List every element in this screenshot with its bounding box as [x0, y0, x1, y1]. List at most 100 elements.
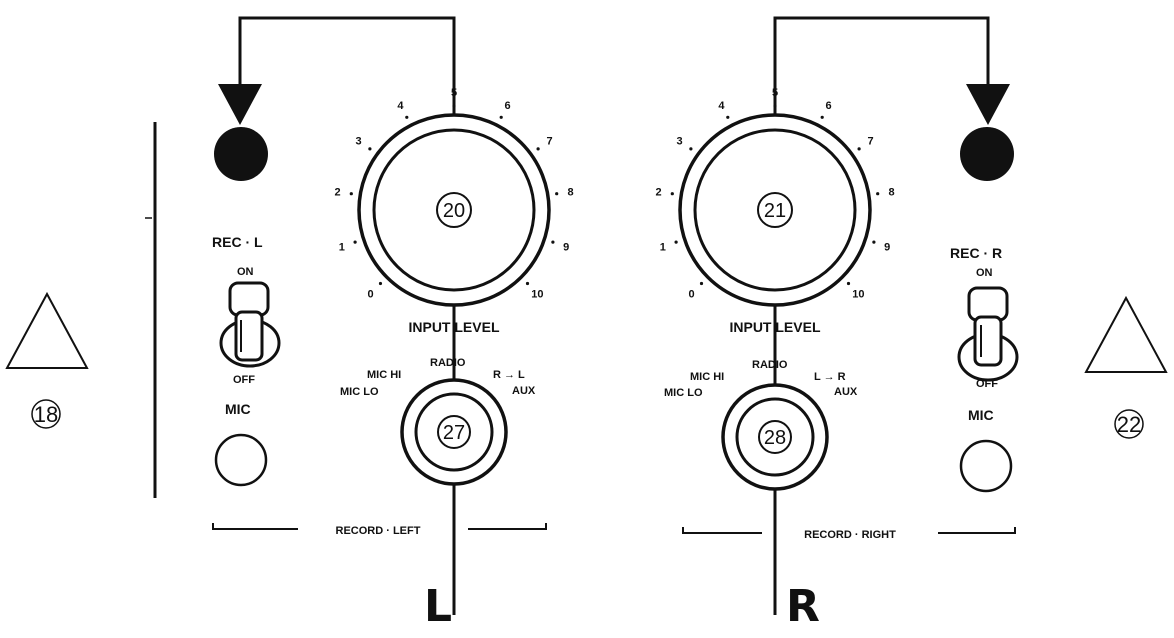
- left-selector-radio: RADIO: [430, 357, 466, 369]
- left-mic-jack[interactable]: [214, 433, 268, 487]
- left-scale-tick: [349, 192, 353, 196]
- left-input-level-label: INPUT LEVEL: [408, 319, 499, 335]
- right-scale-tick: [872, 240, 876, 244]
- left-switch-off-label: OFF: [233, 374, 255, 386]
- left-callout-number: 18: [34, 402, 58, 427]
- right-selector-stereo: L → R: [814, 371, 846, 383]
- left-switch-on-label: ON: [237, 266, 254, 278]
- right-knob-callout-number: 21: [764, 200, 786, 222]
- right-scale-tick: [773, 104, 777, 108]
- left-routing-arrow-line: [238, 16, 456, 88]
- left-selector-aux: AUX: [512, 385, 536, 397]
- left-scale-label: 9: [563, 242, 569, 254]
- right-source-selector-knob[interactable]: [721, 383, 829, 491]
- left-scale-tick: [536, 147, 540, 151]
- left-knob-callout-number: 20: [443, 200, 465, 222]
- left-scale-label: 8: [567, 187, 573, 199]
- right-scale-label: 0: [689, 288, 695, 300]
- left-routing-arrow-head: [218, 84, 262, 125]
- right-switch-on-label: ON: [976, 267, 993, 279]
- right-switch-off-label: OFF: [976, 378, 998, 390]
- right-record-group-label: RECORD · RIGHT: [804, 529, 896, 541]
- left-selector-mic-lo: MIC LO: [340, 386, 379, 398]
- left-input-level-scale: 0 1 2 3 4 5 6 7 8 9 10: [334, 87, 573, 300]
- left-rec-label: REC · L: [212, 234, 263, 250]
- left-scale-tick: [405, 115, 409, 119]
- left-channel-letter: L: [424, 581, 452, 632]
- left-rec-toggle-switch[interactable]: [219, 281, 281, 368]
- right-scale-tick: [726, 115, 730, 119]
- right-scale-tick: [846, 281, 851, 286]
- left-scale-label: 0: [368, 288, 374, 300]
- right-routing-arrow-line: [773, 16, 990, 88]
- left-scale-label: 10: [531, 288, 543, 300]
- right-scale-label: 9: [884, 242, 890, 254]
- left-scale-tick: [499, 115, 503, 119]
- left-scale-tick: [378, 281, 383, 286]
- right-mic-label: MIC: [968, 407, 994, 423]
- right-rec-toggle-switch[interactable]: [957, 286, 1019, 382]
- left-source-selector-knob[interactable]: [400, 378, 508, 486]
- left-scale-label: 3: [355, 136, 361, 148]
- left-scale-tick: [368, 147, 372, 151]
- right-warning-triangle: [1084, 295, 1168, 373]
- left-scale-tick: [555, 192, 559, 196]
- left-selector-stereo: R → L: [493, 369, 525, 381]
- right-selector-radio: RADIO: [752, 359, 788, 371]
- right-scale-label: 4: [718, 100, 725, 112]
- right-selector-mic-hi: MIC HI: [690, 371, 724, 383]
- left-mic-label: MIC: [225, 401, 251, 417]
- right-selector-aux: AUX: [834, 386, 858, 398]
- left-warning-triangle: [5, 291, 89, 369]
- right-scale-tick: [857, 147, 861, 151]
- right-scale-tick: [820, 115, 824, 119]
- right-scale-tick: [670, 192, 674, 196]
- left-record-group-label: RECORD · LEFT: [336, 525, 421, 537]
- left-scale-label: 2: [334, 187, 340, 199]
- left-selector-callout-number: 27: [443, 422, 465, 444]
- left-callout-circle: [31, 399, 61, 429]
- right-input-level-knob[interactable]: [678, 113, 872, 307]
- right-record-bracket-end: [938, 527, 1016, 534]
- right-scale-tick: [689, 147, 693, 151]
- right-input-level-label: INPUT LEVEL: [729, 319, 820, 335]
- left-selector-mic-hi: MIC HI: [367, 369, 401, 381]
- left-scale-tick: [452, 104, 456, 108]
- right-scale-label: 7: [867, 136, 873, 148]
- left-record-bracket: [212, 523, 298, 530]
- right-scale-tick: [674, 240, 678, 244]
- right-scale-label: 2: [655, 187, 661, 199]
- right-scale-label: 6: [826, 100, 832, 112]
- right-scale-label: 5: [772, 87, 778, 99]
- left-scale-tick: [353, 240, 357, 244]
- right-scale-label: 8: [888, 187, 894, 199]
- right-scale-label: 10: [852, 288, 864, 300]
- right-callout-circle: [1114, 409, 1144, 439]
- left-scale-label: 5: [451, 87, 457, 99]
- left-rec-indicator-lamp: [214, 127, 268, 181]
- right-scale-label: 1: [660, 242, 666, 254]
- right-scale-tick: [876, 192, 880, 196]
- right-scale-tick: [699, 281, 704, 286]
- left-scale-label: 4: [397, 100, 404, 112]
- left-input-level-knob[interactable]: [357, 113, 551, 307]
- left-scale-label: 1: [339, 242, 345, 254]
- left-scale-tick: [525, 281, 530, 286]
- right-input-level-scale: 0 1 2 3 4 5 6 7 8 9 10: [655, 87, 894, 300]
- left-channel: REC · L ON OFF MIC 20 0 1 2 3 4 5 6 7 8 9 10 INPUT…: [5, 16, 574, 632]
- left-scale-label: 6: [505, 100, 511, 112]
- left-scale-label: 7: [546, 136, 552, 148]
- right-callout-number: 22: [1117, 412, 1141, 437]
- right-channel-letter: R: [786, 581, 820, 632]
- right-routing-arrow-head: [966, 84, 1010, 125]
- left-record-bracket-end: [468, 523, 547, 530]
- right-record-bracket: [682, 527, 762, 534]
- right-scale-label: 3: [676, 136, 682, 148]
- right-mic-jack[interactable]: [959, 439, 1013, 493]
- right-rec-label: REC · R: [950, 245, 1002, 261]
- right-rec-indicator-lamp: [960, 127, 1014, 181]
- left-scale-tick: [551, 240, 555, 244]
- right-selector-callout-number: 28: [764, 427, 786, 449]
- right-selector-mic-lo: MIC LO: [664, 387, 703, 399]
